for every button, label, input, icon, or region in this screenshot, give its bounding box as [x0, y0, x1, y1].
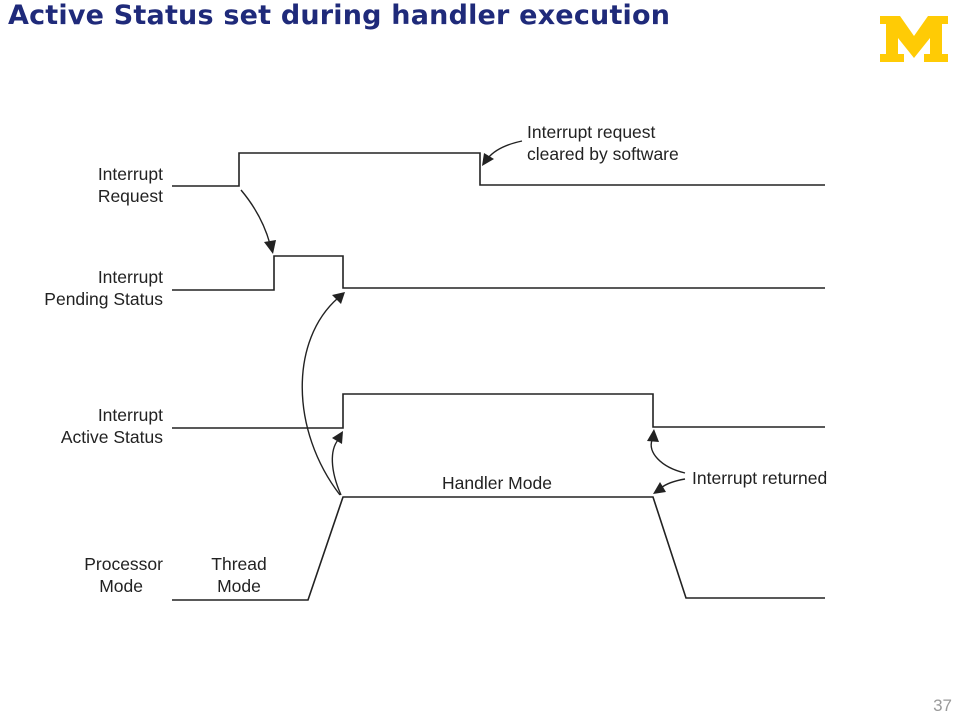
page-number: 37 [933, 696, 952, 715]
arrow-mode-to-pending-clear-head [332, 292, 345, 304]
arrow-returned-to-mode-head [653, 482, 666, 494]
annotation-thread-mode-line2: Mode [217, 576, 261, 596]
slide-title: Active Status set during handler executi… [8, 0, 671, 31]
signal-label-pending-status-line1: Interrupt [98, 267, 163, 287]
signal-labels: Interrupt Request Interrupt Pending Stat… [44, 164, 163, 596]
arrow-request-to-pending-head [264, 240, 276, 254]
arrow-returned-to-active-head [647, 429, 659, 442]
signal-label-interrupt-request-line1: Interrupt [98, 164, 163, 184]
signal-label-interrupt-request-line2: Request [98, 186, 163, 206]
arrow-mode-to-pending-clear [301, 297, 341, 496]
waveform-processor-mode [172, 496, 825, 601]
waveforms [172, 152, 825, 601]
arrow-mode-to-active-set [331, 439, 342, 496]
annotation-cleared-line2: cleared by software [527, 144, 679, 164]
signal-label-pending-status-line2: Pending Status [44, 289, 163, 309]
university-m-logo [880, 16, 948, 62]
signal-label-active-status-line1: Interrupt [98, 405, 163, 425]
causal-arrows [240, 140, 686, 496]
arrow-returned-to-active [650, 439, 686, 474]
annotation-interrupt-returned: Interrupt returned [692, 468, 827, 488]
arrow-cleared-by-software-head [482, 153, 494, 166]
arrow-cleared-by-software [487, 140, 523, 159]
waveform-interrupt-request [172, 152, 825, 187]
annotation-cleared-line1: Interrupt request [527, 122, 656, 142]
arrow-returned-to-mode [660, 478, 686, 489]
annotations: Interrupt request cleared by software Ha… [211, 122, 827, 596]
signal-label-processor-mode-line2: Mode [99, 576, 143, 596]
arrow-mode-to-active-set-head [332, 431, 343, 444]
annotation-handler-mode: Handler Mode [442, 473, 552, 493]
logo-m-shape [880, 16, 948, 62]
waveform-active-status [172, 393, 825, 429]
signal-label-processor-mode-line1: Processor [84, 554, 163, 574]
signal-label-active-status-line2: Active Status [61, 427, 163, 447]
waveform-pending-status [172, 255, 825, 291]
annotation-thread-mode-line1: Thread [211, 554, 266, 574]
arrow-request-to-pending [240, 189, 271, 245]
